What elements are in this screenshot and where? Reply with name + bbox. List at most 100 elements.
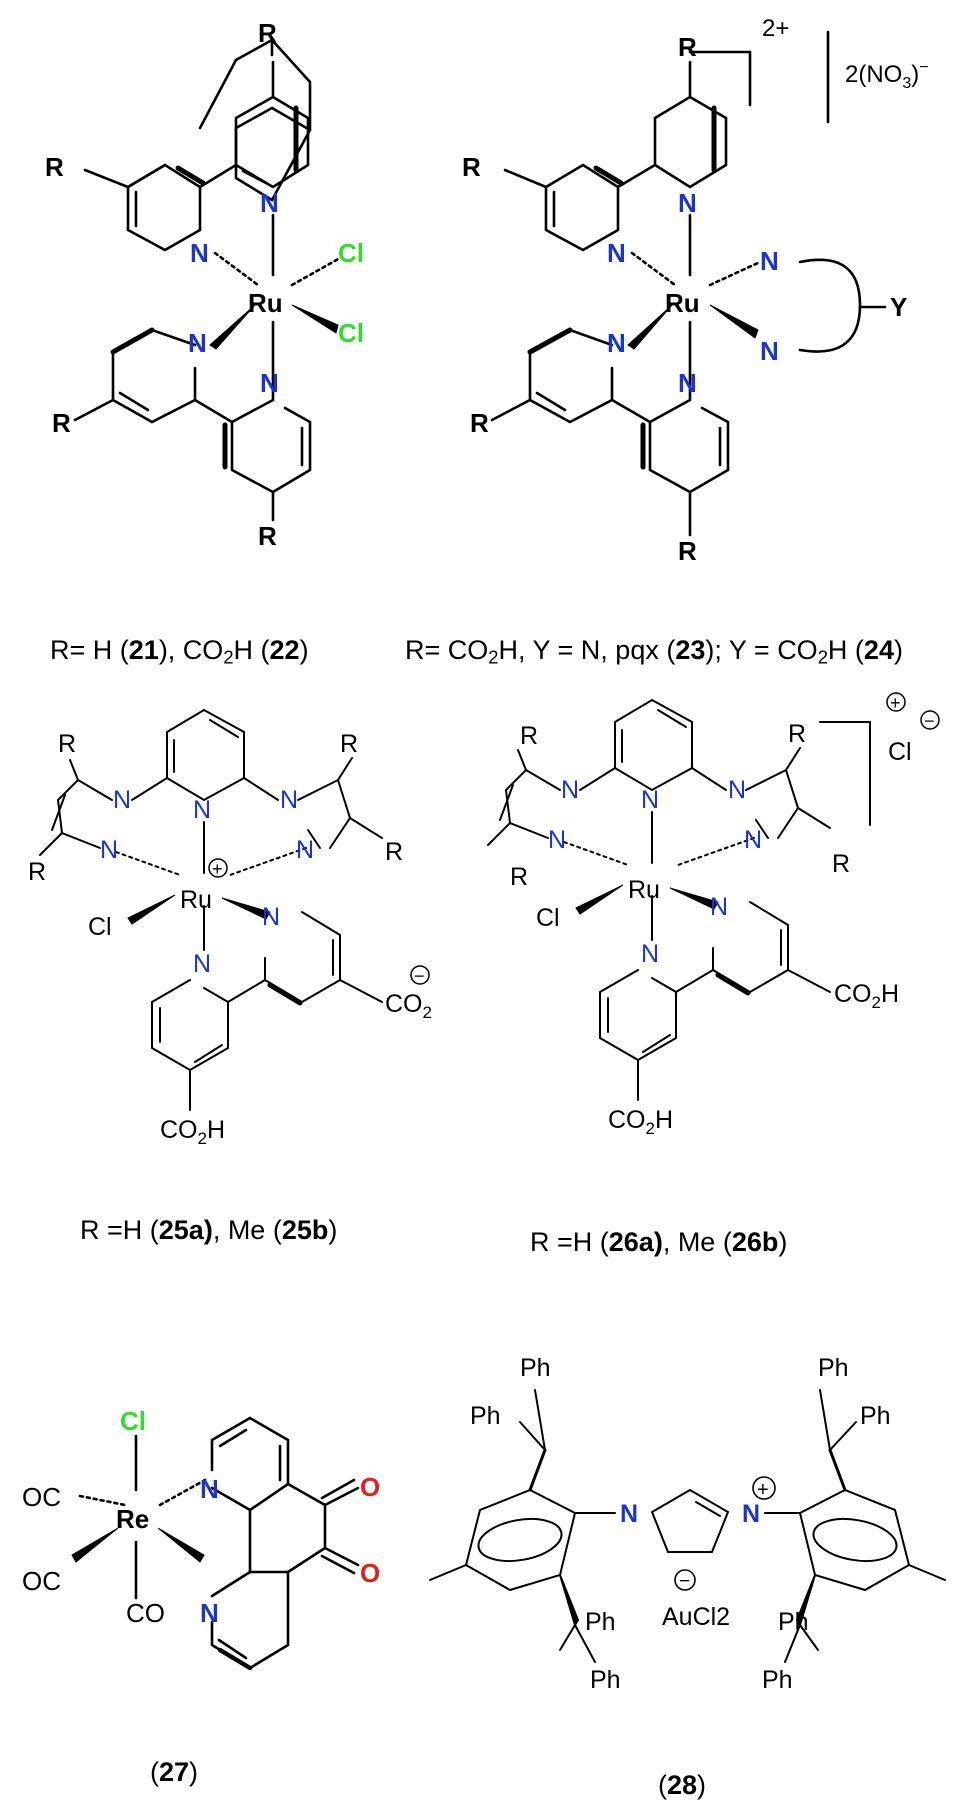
atom-label: O: [360, 1472, 380, 1502]
compound-21-22-labels: R R N N Cl Ru Cl N N R R: [45, 18, 364, 551]
atom-label: R: [510, 863, 528, 891]
atom-label: R: [788, 720, 806, 748]
atom-label: Cl: [338, 318, 364, 348]
atom-label: N: [200, 1598, 219, 1628]
compound-27: [71, 1416, 360, 1671]
charge-label: +: [890, 693, 901, 713]
compound-25: [39, 708, 383, 1111]
atom-label: N: [200, 1474, 219, 1504]
atom-label: N: [641, 940, 659, 968]
compound-26: [487, 698, 871, 1101]
charge-label: −: [679, 1571, 690, 1592]
atom-label: R: [385, 838, 403, 866]
atom-label: N: [744, 826, 762, 854]
atom-label: N: [262, 903, 280, 931]
compound-27-labels: Cl OC N Re O OC O N CO: [22, 1406, 380, 1628]
phenyl-label: Ph: [590, 1666, 621, 1694]
atom-label: R: [340, 730, 358, 758]
atom-label: Ru: [248, 288, 283, 318]
charge-label: +: [757, 1479, 769, 1501]
compound-21-22: [73, 36, 342, 522]
compound-28-labels: Ph Ph Ph Ph N N + − AuCl2 Ph Ph Ph Ph: [470, 1354, 891, 1694]
minus-charge-icon: [674, 1569, 696, 1591]
atom-label: Cl: [888, 738, 912, 766]
carboxyl-label: CO2H: [160, 1116, 225, 1148]
minus-charge-icon: [920, 710, 940, 730]
plus-charge-icon: [752, 1476, 776, 1500]
charge-label: 2+: [762, 15, 789, 42]
phenyl-label: Ph: [520, 1354, 551, 1382]
atom-label: N: [548, 826, 566, 854]
atom-label: Re: [116, 1504, 149, 1534]
caption-23-24: R= CO2H, Y = N, pqx (23); Y = CO2H (24): [405, 635, 903, 668]
atom-label: Cl: [536, 904, 560, 932]
atom-label: R: [258, 521, 277, 551]
nitrate-label: 2(NO3)−: [845, 59, 929, 92]
atom-label: Y: [890, 292, 907, 322]
atom-label: N: [760, 336, 779, 366]
atom-label: R: [258, 18, 277, 48]
atom-label: N: [260, 368, 279, 398]
phenyl-label: Ph: [470, 1402, 501, 1430]
charge-label: −: [414, 966, 425, 986]
phenyl-label: Ph: [778, 1608, 809, 1636]
atom-label: R: [28, 858, 46, 886]
carboxylate-label: CO2: [385, 990, 432, 1022]
atom-label: Ru: [628, 876, 660, 904]
atom-label: R: [52, 408, 71, 438]
minus-charge-icon: [410, 965, 430, 985]
compound-25-labels: R R N N N N N R R + Ru Cl N N − CO2 CO2H: [28, 730, 432, 1148]
caption-26: R =H (26a), Me (26b): [530, 1227, 788, 1257]
atom-label: O: [360, 1558, 380, 1588]
atom-label: Cl: [120, 1406, 146, 1436]
compound-28: [429, 1389, 946, 1663]
atom-label: R: [678, 32, 697, 62]
phenyl-label: Ph: [762, 1666, 793, 1694]
atom-label: N: [607, 238, 626, 268]
atom-label: R: [462, 152, 481, 182]
atom-label: N: [742, 1500, 760, 1528]
atom-label: N: [190, 238, 209, 268]
carboxyl-label: CO2H: [834, 980, 899, 1012]
atom-label: N: [760, 246, 779, 276]
atom-label: Cl: [338, 238, 364, 268]
atom-label: N: [113, 786, 131, 814]
charge-label: +: [212, 859, 223, 879]
atom-label: R: [832, 850, 850, 878]
atom-label: R: [58, 730, 76, 758]
atom-label: N: [280, 786, 298, 814]
atom-label: N: [561, 776, 579, 804]
atom-label: N: [193, 950, 211, 978]
atom-label: N: [188, 328, 207, 358]
atom-label: N: [193, 796, 211, 824]
atom-label: N: [296, 836, 314, 864]
atom-label: N: [678, 368, 697, 398]
atom-label: N: [678, 188, 697, 218]
caption-28: (28): [658, 1770, 707, 1800]
compound-26-labels: + − Cl R R N N N N N R R Ru Cl N N CO2H …: [510, 692, 940, 1138]
atom-label: N: [620, 1500, 638, 1528]
atom-label: R: [520, 722, 538, 750]
ligand-label: CO: [126, 1598, 165, 1628]
compound-23-24: [490, 30, 887, 537]
phenyl-label: Ph: [585, 1608, 616, 1636]
charge-label: −: [924, 711, 935, 731]
atom-label: R: [470, 408, 489, 438]
caption-25: R =H (25a), Me (25b): [80, 1215, 338, 1245]
atom-label: R: [45, 152, 64, 182]
compound-23-24-labels: R 2+ 2(NO3)− R N N N Ru Y N N N R R: [462, 15, 929, 566]
atom-label: N: [710, 893, 728, 921]
atom-label: R: [678, 536, 697, 566]
atom-label: N: [641, 786, 659, 814]
atom-label: N: [607, 328, 626, 358]
caption-27: (27): [150, 1757, 199, 1787]
ligand-label: OC: [22, 1482, 61, 1512]
ligand-label: OC: [22, 1566, 61, 1596]
plus-charge-icon: [886, 692, 906, 712]
caption-21-22: R= H (21), CO2H (22): [50, 635, 309, 668]
atom-label: N: [260, 188, 279, 218]
counterion-label: AuCl2: [662, 1603, 730, 1631]
plus-charge-icon: [208, 858, 228, 878]
